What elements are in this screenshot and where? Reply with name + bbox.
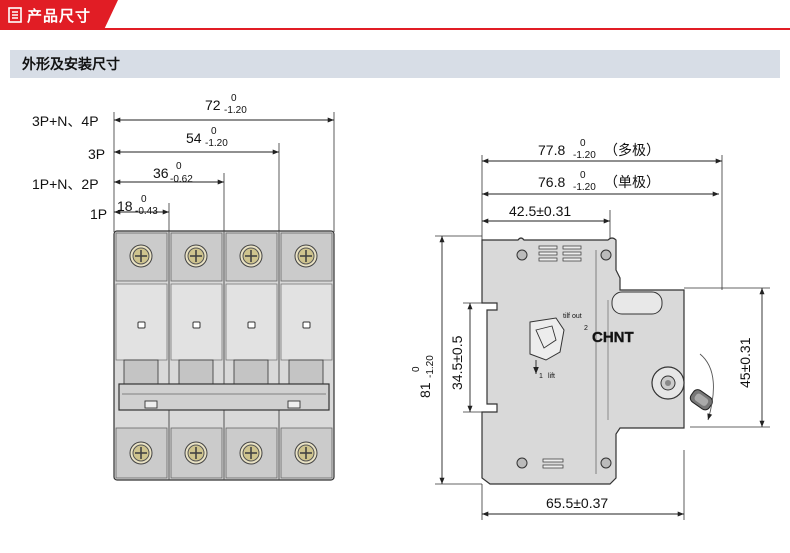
document-icon xyxy=(8,7,22,23)
width-18-upper: 0 xyxy=(141,194,147,205)
width-54-lower: -1.20 xyxy=(205,138,228,149)
depth-single-upper: 0 xyxy=(580,170,586,181)
base-depth-value: 65.5±0.37 xyxy=(546,495,608,511)
rail-height-value: 34.5±0.5 xyxy=(449,335,465,390)
tab-title: 产品尺寸 xyxy=(27,7,92,25)
front-breaker-body xyxy=(113,230,335,481)
depth-single-value: 76.8 xyxy=(538,174,565,190)
label-step1: 1 xyxy=(539,373,543,380)
width-36-lower: -0.62 xyxy=(170,174,193,185)
brand-logo: CHNT xyxy=(592,329,634,346)
label-lift: lift xyxy=(548,373,555,380)
width-72-upper: 0 xyxy=(231,93,237,104)
height-lower: -1.20 xyxy=(425,355,436,378)
depth-multi-note: （多极） xyxy=(604,142,660,158)
width-54-value: 54 xyxy=(186,130,202,146)
depth-multi-lower: -1.20 xyxy=(573,150,596,161)
depth-multi-value: 77.8 xyxy=(538,142,565,158)
pole-label-1p: 1P xyxy=(90,206,107,222)
height-value: 81 xyxy=(417,382,433,398)
depth-multi-upper: 0 xyxy=(580,138,586,149)
width-36-upper: 0 xyxy=(176,161,182,172)
width-18-lower: -0.43 xyxy=(135,206,158,217)
front-view: 3P+N、4P 3P 1P+N、2P 1P 72 0 -1.20 54 0 -1… xyxy=(32,93,335,481)
header-tab: 产品尺寸 xyxy=(0,0,118,30)
pole-label-4p: 3P+N、4P xyxy=(32,113,99,129)
side-view: 77.8 0 -1.20 （多极） 76.8 0 -1.20 （单极） 42.5… xyxy=(411,138,770,520)
handle-height-value: 45±0.31 xyxy=(737,337,753,388)
label-tilt-out: tilf out xyxy=(563,313,582,320)
handle-lever xyxy=(689,389,713,411)
side-breaker-body: tilf out 2 1 lift CHNT xyxy=(481,237,714,485)
label-step2: 2 xyxy=(584,325,588,332)
width-18-value: 18 xyxy=(117,198,133,214)
front-to-rail-value: 42.5±0.31 xyxy=(509,203,571,219)
width-36-value: 36 xyxy=(153,165,169,181)
section-bar: 外形及安装尺寸 xyxy=(10,50,780,78)
pole-label-3p: 3P xyxy=(88,146,105,162)
height-upper: 0 xyxy=(411,366,422,372)
width-72-lower: -1.20 xyxy=(224,105,247,116)
depth-single-lower: -1.20 xyxy=(573,182,596,193)
section-title: 外形及安装尺寸 xyxy=(22,56,120,72)
header-underline xyxy=(0,28,790,30)
depth-single-note: （单极） xyxy=(604,174,660,190)
width-54-upper: 0 xyxy=(211,126,217,137)
pole-label-2p: 1P+N、2P xyxy=(32,176,99,192)
width-72-value: 72 xyxy=(205,97,221,113)
